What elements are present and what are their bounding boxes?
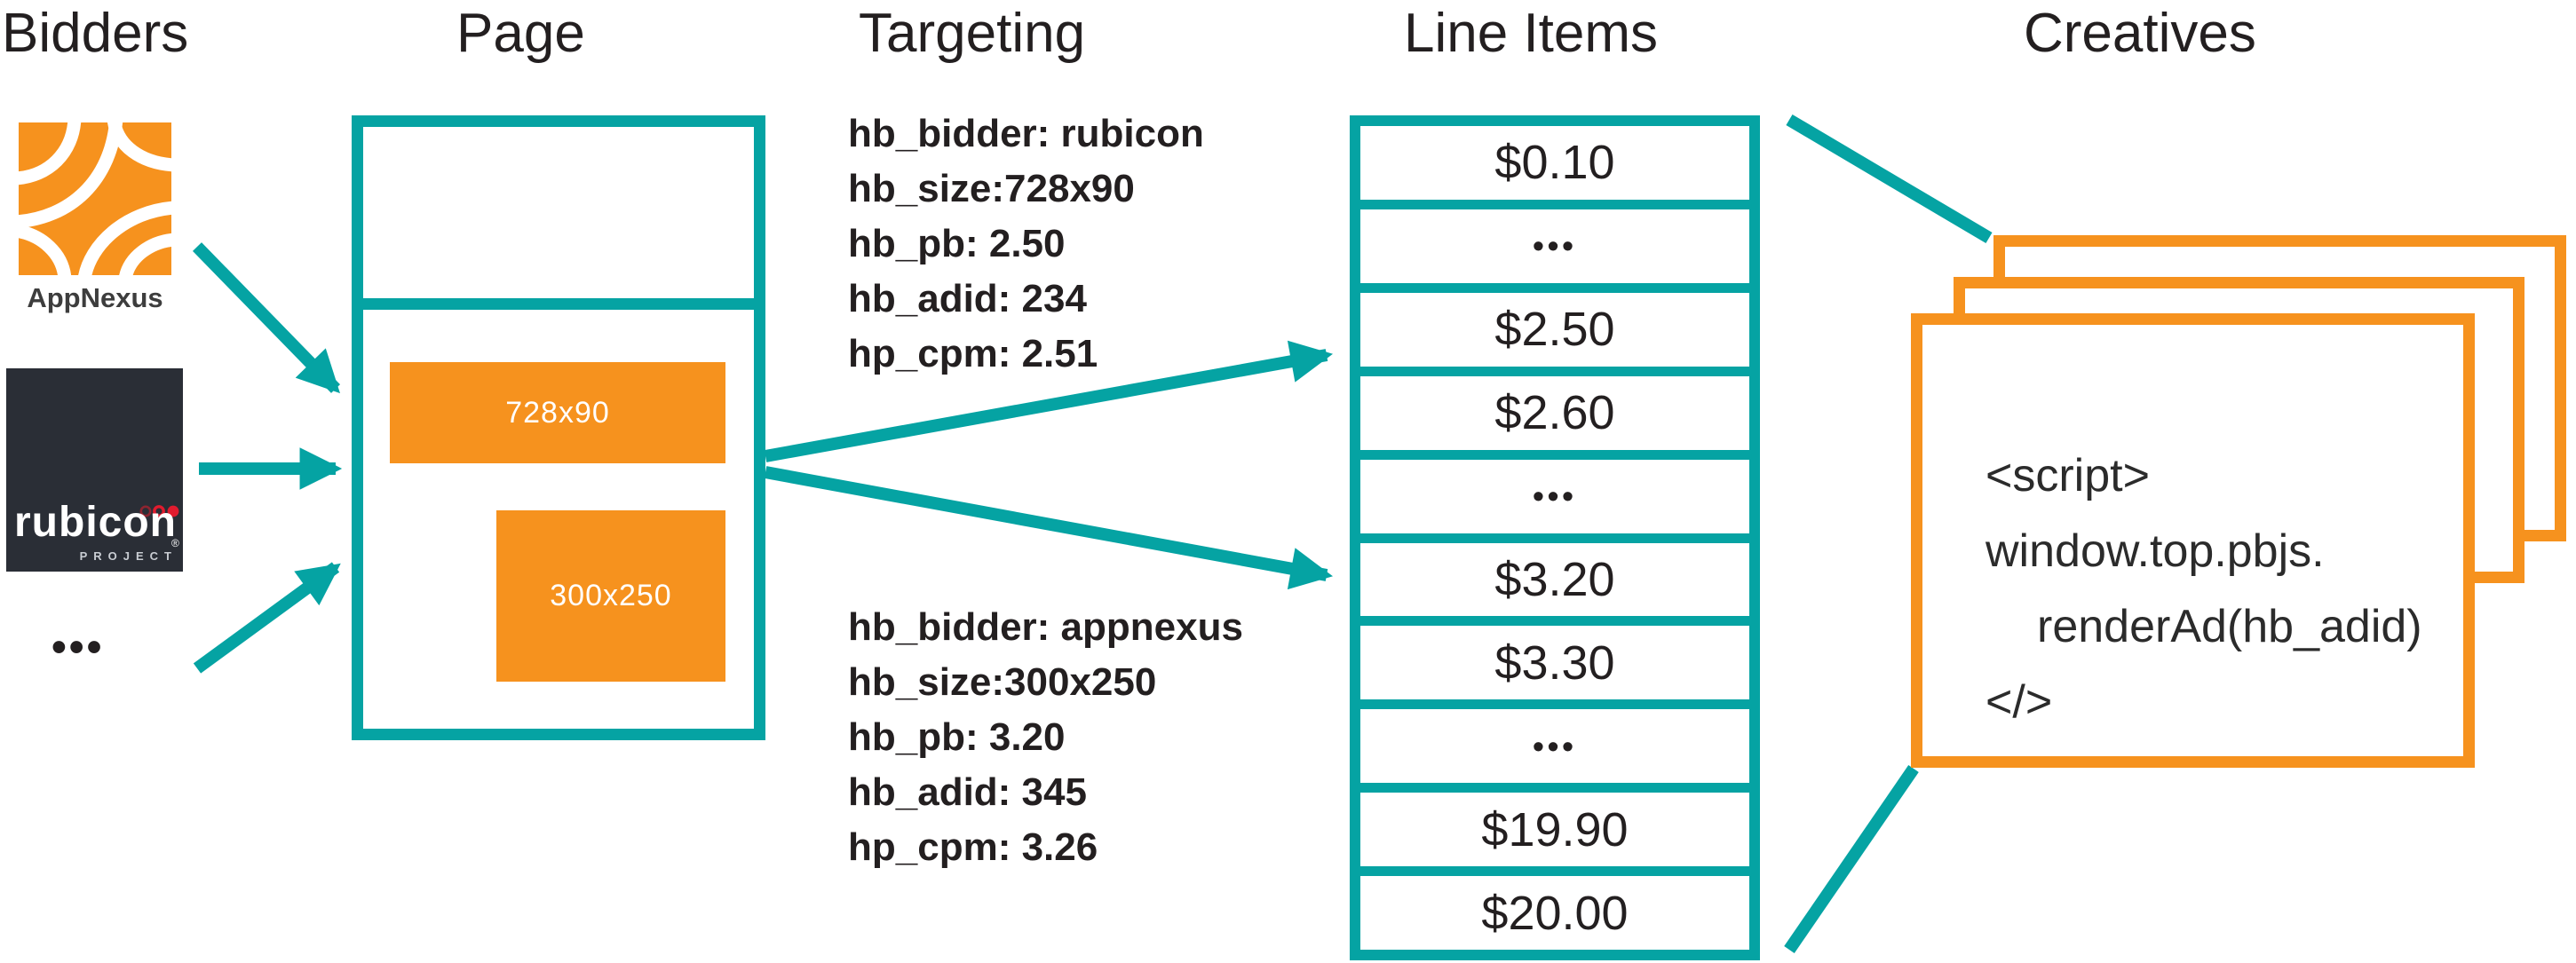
arrow-morebidders-to-page [193, 562, 341, 674]
targeting-block-rubicon: hb_bidder: rubicon hb_size:728x90 hb_pb:… [848, 107, 1363, 382]
targeting-line: hb_bidder: appnexus [848, 605, 1243, 649]
column-title-creatives: Creatives [2024, 3, 2256, 64]
script-line: </> [1986, 676, 2053, 728]
targeting-line: hb_size:728x90 [848, 167, 1135, 210]
connector-lineitems-bottom-to-creatives [1784, 765, 1919, 953]
targeting-line: hp_cpm: 3.26 [848, 825, 1098, 869]
creative-card-front: <script> window.top.pbjs. renderAd(hb_ad… [1911, 313, 2475, 768]
line-item-row: $20.00 [1360, 876, 1749, 951]
rubicon-wordmark: rubicon [14, 499, 177, 546]
creative-script-text: <script> window.top.pbjs. renderAd(hb_ad… [1986, 438, 2422, 740]
line-item-row: $0.10 [1360, 126, 1749, 200]
appnexus-logo-icon [19, 122, 171, 275]
targeting-line: hb_adid: 234 [848, 277, 1087, 320]
connector-lineitems-top-to-creatives [1786, 114, 1993, 244]
script-line: <script> [1986, 450, 2150, 501]
page-header-divider [363, 298, 754, 310]
targeting-line: hb_size:300x250 [848, 660, 1157, 704]
rubicon-registered-mark: ® [171, 537, 179, 549]
script-line: window.top.pbjs. [1986, 525, 2325, 577]
targeting-line: hb_bidder: rubicon [848, 112, 1204, 155]
line-item-row: $19.90 [1360, 793, 1749, 867]
targeting-line: hb_pb: 2.50 [848, 222, 1066, 265]
targeting-line: hb_pb: 3.20 [848, 715, 1066, 759]
column-title-line-items: Line Items [1404, 3, 1659, 64]
line-item-row: $2.50 [1360, 292, 1749, 367]
line-item-row-ellipsis: ••• [1360, 709, 1749, 784]
ad-slot-728x90: 728x90 [390, 362, 725, 463]
line-item-row: $2.60 [1360, 375, 1749, 450]
ad-slot-300x250: 300x250 [496, 510, 725, 682]
column-title-page: Page [456, 3, 585, 64]
column-title-bidders: Bidders [2, 3, 189, 64]
line-item-row-ellipsis: ••• [1360, 209, 1749, 283]
appnexus-label: AppNexus [27, 282, 163, 313]
arrow-appnexus-to-page [192, 242, 341, 394]
script-line: renderAd(hb_adid) [2037, 601, 2422, 652]
targeting-line: hb_adid: 345 [848, 770, 1087, 814]
line-item-row-ellipsis: ••• [1360, 459, 1749, 533]
more-bidders-ellipsis: ••• [52, 624, 105, 671]
line-item-row: $3.20 [1360, 542, 1749, 617]
rubicon-dots-icon [139, 505, 179, 517]
line-item-row: $3.30 [1360, 626, 1749, 700]
targeting-block-appnexus: hb_bidder: appnexus hb_size:300x250 hb_p… [848, 600, 1363, 875]
rubicon-project-label: PROJECT [79, 549, 178, 563]
page-box: 728x90 300x250 [352, 115, 765, 740]
line-items-table: $0.10 ••• $2.50 $2.60 ••• $3.20 $3.30 ••… [1350, 115, 1760, 960]
rubicon-logo: rubicon ® PROJECT [6, 368, 183, 572]
arrow-page-to-lineitem-320 [764, 466, 1334, 590]
targeting-line: hp_cpm: 2.51 [848, 332, 1098, 375]
column-title-targeting: Targeting [859, 3, 1086, 64]
